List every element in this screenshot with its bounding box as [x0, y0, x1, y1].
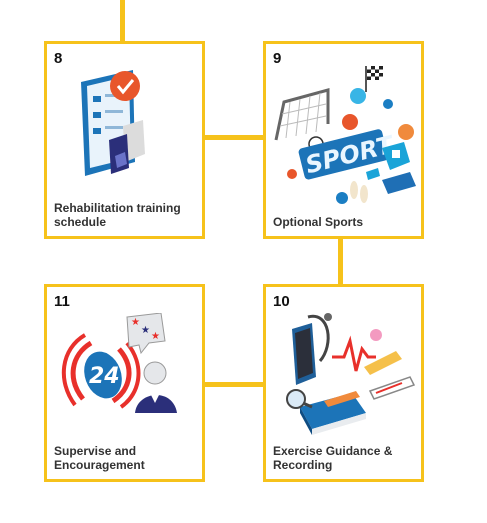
sports-equipment-icon: SPORT — [274, 66, 416, 204]
svg-text:★: ★ — [131, 317, 140, 328]
connector-8-9 — [203, 135, 265, 140]
step-card-10: 10 Exercise Guidance & Recording — [263, 284, 424, 482]
step-label: Optional Sports — [273, 215, 363, 229]
clipboard-checklist-icon — [81, 70, 145, 176]
step-card-8: 8 Rehabilitation training schedule — [44, 41, 205, 239]
step-label: Exercise Guidance & Recording — [273, 444, 393, 472]
step-number: 10 — [273, 293, 290, 310]
step-number: 9 — [273, 50, 282, 67]
24h-support-chat-icon: 24 ★ ★ ★ — [61, 313, 177, 413]
svg-text:24: 24 — [89, 364, 120, 389]
step-label: Supervise and Encouragement — [54, 444, 145, 472]
connector-9-10 — [338, 237, 343, 285]
phone-stethoscope-book-icon — [286, 313, 416, 435]
connector-top — [120, 0, 125, 42]
svg-text:★: ★ — [141, 325, 150, 336]
step-card-9: 9 SPORT — [263, 41, 424, 239]
connector-10-11 — [203, 382, 265, 387]
step-number: 11 — [54, 293, 70, 310]
svg-text:★: ★ — [151, 331, 160, 342]
step-label: Rehabilitation training schedule — [54, 201, 181, 229]
step-number: 8 — [54, 50, 63, 67]
step-card-11: 11 24 ★ ★ ★ Supervise and Encouragement — [44, 284, 205, 482]
